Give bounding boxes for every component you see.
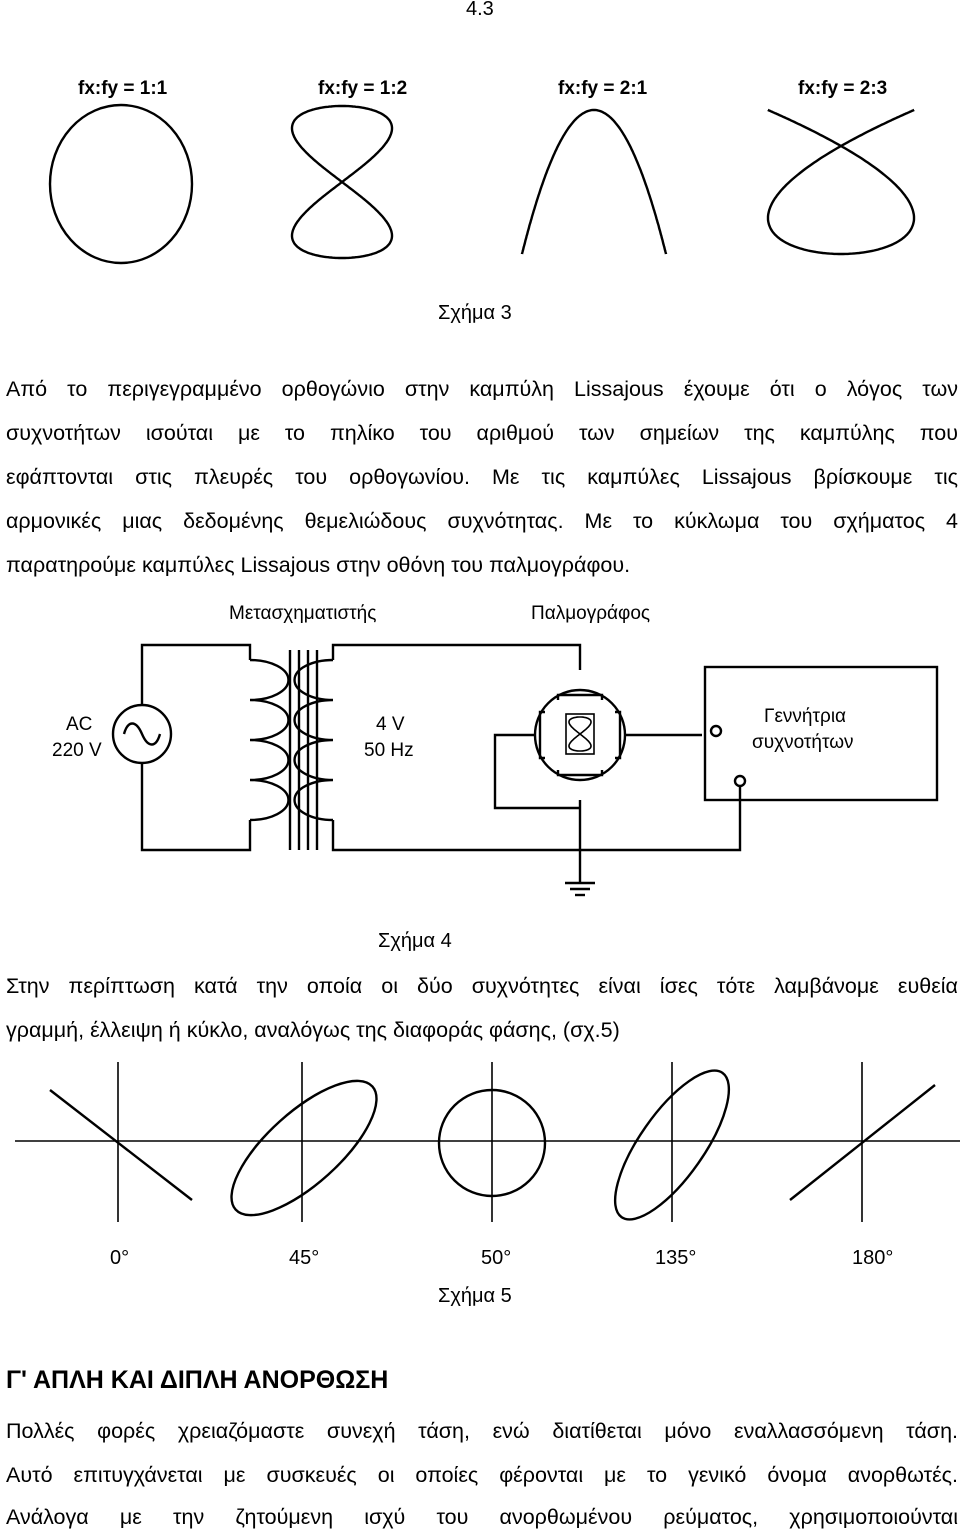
ac-source-voltage-label: 220 V: [52, 740, 102, 761]
paragraph-2-line-1: Στην περίπτωση κατά την οποία οι δύο συχ…: [6, 974, 958, 998]
section-heading: Γ' ΑΠΛΗ ΚΑΙ ΔΙΠΛΗ ΑΝΟΡΘΩΣΗ: [6, 1366, 389, 1394]
wire-ground: [578, 786, 742, 883]
wire-primary-bottom: [140, 763, 252, 852]
phase-135-ellipse: [613, 1069, 731, 1221]
phase-label-135: 135°: [655, 1247, 697, 1269]
lissajous-curve-2-1: [520, 108, 668, 255]
paragraph-3-line-1: Πολλές φορές χρειαζόμαστε συνεχή τάση, ε…: [6, 1419, 958, 1443]
screen-lissajous-icon: [568, 716, 592, 752]
generator-label: Γεννήτρια: [764, 706, 847, 727]
lissajous-curve-1-1: [48, 103, 194, 265]
wire-secondary-bottom: [331, 800, 582, 852]
paragraph-3-line-3: Ανάλογα με την ζητούμενη ισχύ του ανορθω…: [6, 1505, 958, 1529]
secondary-voltage-label: 4 V: [376, 714, 405, 735]
horizontal-deflection-plate-right: [615, 710, 622, 760]
phase-45-ellipse: [230, 1079, 378, 1217]
vertical-deflection-plate-top: [556, 693, 604, 700]
page-number: 4.3: [466, 0, 494, 20]
phase-180-line: [789, 1084, 936, 1201]
lissajous-curve-2-3: [766, 108, 916, 256]
ac-source-label: AC: [66, 714, 93, 735]
ratio-label-2-3: fx:fy = 2:3: [798, 78, 888, 99]
paragraph-1-line-4: αρμονικές μιας δεδομένης θεμελιώδους συχ…: [6, 509, 958, 533]
phase-label-50: 50°: [481, 1247, 512, 1269]
phase-50-circle: [437, 1088, 547, 1198]
figure-3-caption: Σχήμα 3: [438, 302, 512, 324]
wire-secondary-top: [331, 643, 582, 670]
paragraph-1-line-5: παρατηρούμε καμπύλες Lissajous στην οθόν…: [6, 553, 631, 577]
primary-coil: [249, 658, 290, 822]
ratio-label-1-1: fx:fy = 1:1: [78, 78, 168, 99]
phase-0-line: [49, 1089, 193, 1201]
horizontal-deflection-plate-left: [538, 710, 545, 760]
phase-label-0: 0°: [110, 1247, 130, 1269]
paragraph-1-line-1: Από το περιγεγραμμένο ορθογώνιο στην καμ…: [6, 377, 958, 401]
ratio-label-2-1: fx:fy = 2:1: [558, 78, 648, 99]
paragraph-1-line-3: εφάπτονται στις πλευρές του ορθογωνίου. …: [6, 465, 958, 489]
figure-5-caption: Σχήμα 5: [438, 1285, 512, 1307]
secondary-frequency-label: 50 Hz: [364, 740, 414, 761]
wire-plate-loop: [493, 733, 580, 810]
lissajous-curve-1-2: [290, 104, 394, 260]
secondary-coil: [293, 658, 334, 822]
oscilloscope-screen: [565, 713, 595, 755]
paragraph-1-line-2: συχνοτήτων ισούται με το πηλίκο του αριθ…: [6, 421, 958, 445]
ratio-label-1-2: fx:fy = 1:2: [318, 78, 408, 99]
vertical-deflection-plate-bottom: [556, 770, 604, 777]
paragraph-2-line-2: γραμμή, έλλειψη ή κύκλο, αναλόγως της δι…: [6, 1018, 620, 1042]
wire-primary-top: [140, 643, 252, 705]
phase-label-180: 180°: [852, 1247, 894, 1269]
transformer-label: Μετασχηματιστής: [229, 603, 377, 624]
sine-wave-icon: [122, 722, 162, 746]
generator-label-2: συχνοτήτων: [752, 732, 854, 753]
figure-4-caption: Σχήμα 4: [378, 930, 452, 952]
phase-label-45: 45°: [289, 1247, 320, 1269]
oscilloscope-label: Παλμογράφος: [531, 603, 651, 624]
paragraph-3-line-2: Αυτό επιτυγχάνεται με συσκευές οι οποίες…: [6, 1463, 958, 1487]
frequency-generator-box: [703, 665, 939, 802]
